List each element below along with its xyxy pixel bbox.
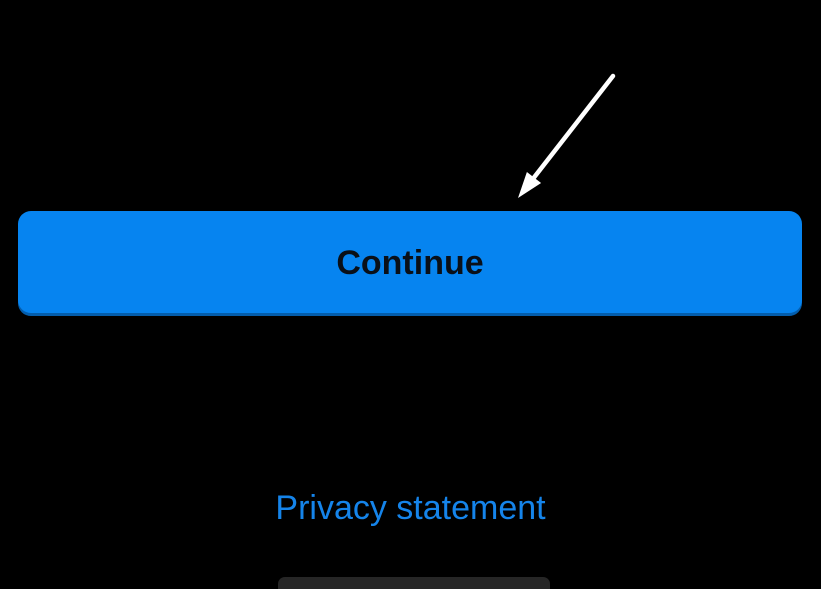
continue-button[interactable]: Continue xyxy=(18,211,802,316)
privacy-statement-link[interactable]: Privacy statement xyxy=(275,489,546,527)
annotation-arrow-head xyxy=(518,172,542,198)
annotation-arrow-shaft xyxy=(531,73,616,180)
bottom-cutoff-element xyxy=(278,577,550,589)
